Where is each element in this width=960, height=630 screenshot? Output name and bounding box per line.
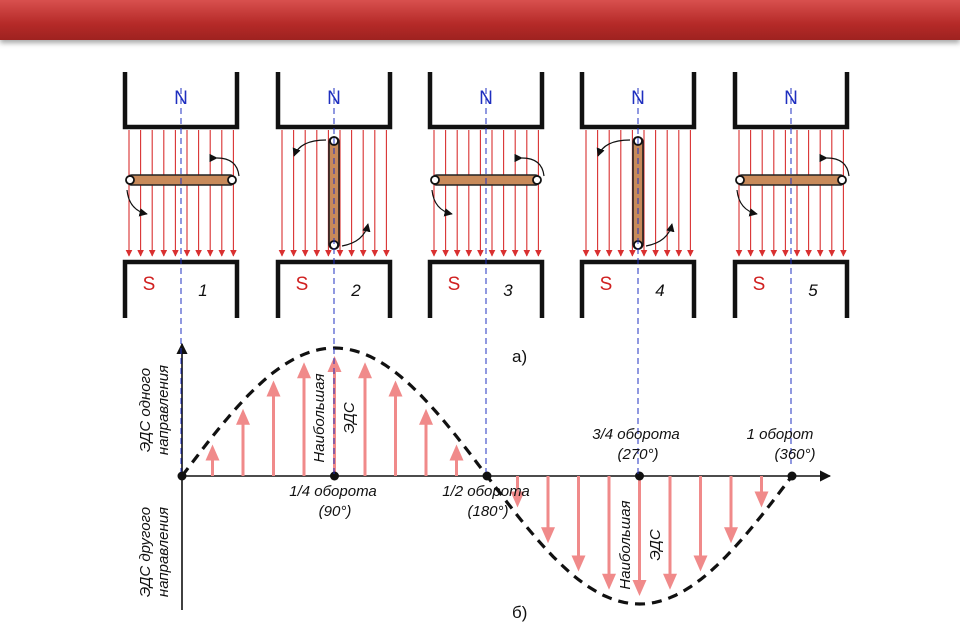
emf-arrow-head xyxy=(693,555,708,572)
tick-dot xyxy=(635,471,644,481)
emf-arrow-head xyxy=(510,491,525,508)
frame-number: 1 xyxy=(198,281,207,300)
emf-arrow-head xyxy=(358,362,372,379)
frame-number: 2 xyxy=(350,281,361,300)
peak-top-label-2: ЭДС xyxy=(341,402,358,433)
coil-end-right xyxy=(532,175,542,185)
emf-arrow-head xyxy=(236,408,250,425)
emf-arrow-head xyxy=(602,573,616,590)
peak-top-label-1: Наибольшая xyxy=(311,373,328,462)
frame-number: 4 xyxy=(655,281,664,300)
rotation-arrow xyxy=(645,223,675,247)
tick-dot xyxy=(482,471,492,481)
tick-full-label: 1 оборот xyxy=(747,426,814,443)
emf-arrow-head xyxy=(754,491,769,508)
rotation-arrow xyxy=(596,139,631,157)
tick-quarter-degrees: (90°) xyxy=(319,503,352,520)
emf-arrow-head xyxy=(632,580,647,596)
rotation-arrow xyxy=(431,189,453,217)
rotation-arrow xyxy=(819,153,850,177)
tick-quarter-label: 1/4 оборота xyxy=(289,483,377,500)
south-label: S xyxy=(600,274,613,295)
emf-arrow-head xyxy=(419,408,433,425)
guide-lines xyxy=(180,88,792,476)
emf-arrow-head xyxy=(663,573,677,590)
negative-direction-label-2: направления xyxy=(155,507,172,597)
peak-bottom-label-2: ЭДС xyxy=(647,529,664,560)
emf-arrow-head xyxy=(388,380,403,397)
emf-arrow-head xyxy=(541,527,555,544)
tick-dot xyxy=(787,471,797,481)
emf-arrow-head xyxy=(327,356,342,372)
header-bar xyxy=(0,0,960,40)
coil-end-left xyxy=(430,175,440,185)
north-pole-shape xyxy=(122,72,240,130)
tick-dot xyxy=(330,471,339,481)
peak-bottom-label-1: Наибольшая xyxy=(617,500,634,589)
emf-arrow-head xyxy=(724,527,738,544)
rotation-arrow xyxy=(292,139,327,157)
emf-arrows xyxy=(205,356,769,596)
frame-number: 3 xyxy=(503,281,513,300)
emf-arrow-head xyxy=(297,362,311,379)
part-b-label: б) xyxy=(512,603,527,622)
north-pole-shape xyxy=(732,72,850,130)
north-pole-shape xyxy=(427,72,545,130)
rotation-arrow xyxy=(209,153,240,177)
emf-arrow-head xyxy=(449,444,464,461)
negative-direction-label-1: ЭДС другого xyxy=(137,507,154,597)
south-label: S xyxy=(296,274,309,295)
coil-end-left xyxy=(735,175,745,185)
rotation-arrow xyxy=(341,223,371,247)
south-label: S xyxy=(448,274,461,295)
tick-dot xyxy=(177,471,187,481)
part-a-label: а) xyxy=(512,347,527,366)
emf-graph xyxy=(176,342,832,610)
coil-end-right xyxy=(837,175,847,185)
positive-direction-label-2: направления xyxy=(155,365,172,455)
rotation-arrow xyxy=(736,189,758,217)
emf-arrow-head xyxy=(571,555,586,572)
tick-three-quarter-label: 3/4 оборота xyxy=(592,426,680,443)
positive-direction-label-1: ЭДС одного xyxy=(137,368,154,452)
south-label: S xyxy=(143,274,156,295)
south-label: S xyxy=(753,274,766,295)
tick-three-quarter-degrees: (270°) xyxy=(617,446,658,463)
emf-arrow-head xyxy=(205,444,220,461)
tick-half-label: 1/2 оборота xyxy=(442,483,530,500)
rotation-arrow xyxy=(514,153,545,177)
coil-end-left xyxy=(125,175,135,185)
tick-half-degrees: (180°) xyxy=(467,503,508,520)
north-pole-shape xyxy=(275,72,393,130)
rotation-arrow xyxy=(126,189,148,217)
emf-arrow-head xyxy=(266,380,281,397)
frame-number: 5 xyxy=(808,281,818,300)
tick-full-degrees: (360°) xyxy=(774,446,815,463)
coil-end-right xyxy=(227,175,237,185)
north-pole-shape xyxy=(579,72,697,130)
tick-dots xyxy=(177,471,797,481)
